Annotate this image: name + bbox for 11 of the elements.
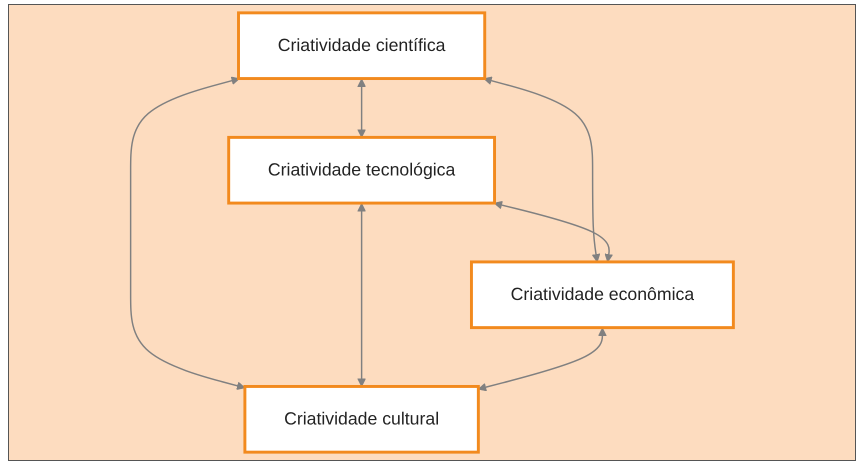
arrow xyxy=(494,200,614,262)
arrow xyxy=(130,76,246,390)
arrow xyxy=(483,76,600,262)
node-box xyxy=(237,11,486,80)
diagram-background: Criatividade científica Criatividade tecnológica Criatividade econômica Criatividade cultural xyxy=(8,4,856,461)
node-box xyxy=(470,260,735,330)
arrow xyxy=(357,78,366,138)
node-box xyxy=(243,384,480,454)
arrow xyxy=(478,328,607,392)
arrow xyxy=(357,203,366,387)
node-box xyxy=(227,136,496,205)
